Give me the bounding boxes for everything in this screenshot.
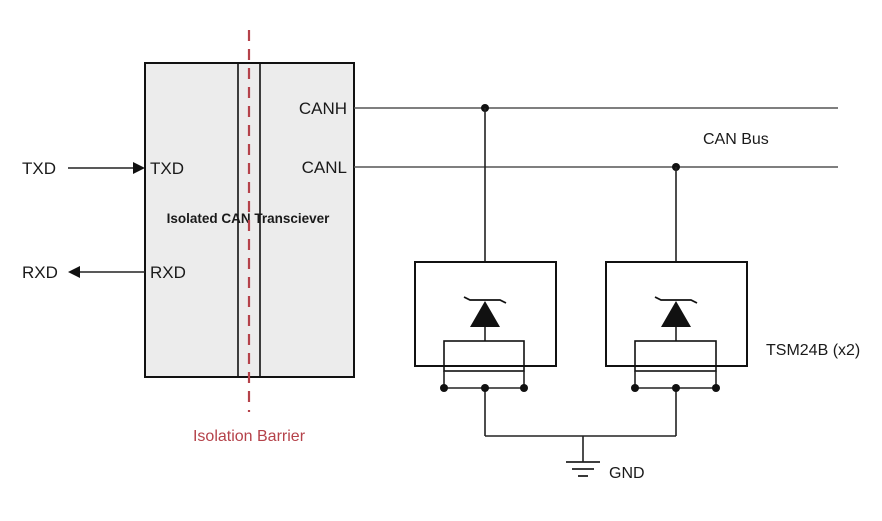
rxd-arrow (68, 266, 80, 278)
isolation-barrier-label: Isolation Barrier (193, 428, 306, 445)
tvs-2-cathode (654, 296, 698, 304)
tvs-1-pin-mid (481, 384, 489, 392)
ground-icon (566, 461, 600, 477)
tvs-2-lead-frame (634, 340, 717, 372)
tvs-part-label: TSM24B (x2) (766, 342, 860, 359)
txd-arrow (133, 162, 145, 174)
txd-pin-label: TXD (150, 159, 184, 178)
tvs-2-diode-icon (661, 301, 691, 327)
txd-external-label: TXD (22, 159, 56, 178)
tvs-device-canh (414, 108, 557, 436)
ground-label: GND (609, 465, 645, 482)
canl-pin-label: CANL (302, 158, 347, 177)
tvs-1-cathode (463, 296, 507, 304)
tvs-2-pin-left (631, 384, 639, 392)
rxd-signal: RXD RXD (22, 263, 186, 282)
tvs-1-pin-left (440, 384, 448, 392)
tvs-1-diode-icon (470, 301, 500, 327)
tvs-device-canl (605, 167, 748, 436)
can-bus-label: CAN Bus (703, 131, 769, 148)
tvs-1-pin-right (520, 384, 528, 392)
rxd-pin-label: RXD (150, 263, 186, 282)
transceiver-title: Isolated CAN Transciever (167, 211, 331, 226)
tvs-2-pin-mid (672, 384, 680, 392)
ground-connection: GND (485, 435, 676, 482)
canh-pin-label: CANH (299, 99, 347, 118)
tvs-1-lead-frame (443, 340, 525, 372)
tvs-2-pin-right (712, 384, 720, 392)
txd-signal: TXD TXD (22, 159, 184, 178)
rxd-external-label: RXD (22, 263, 58, 282)
